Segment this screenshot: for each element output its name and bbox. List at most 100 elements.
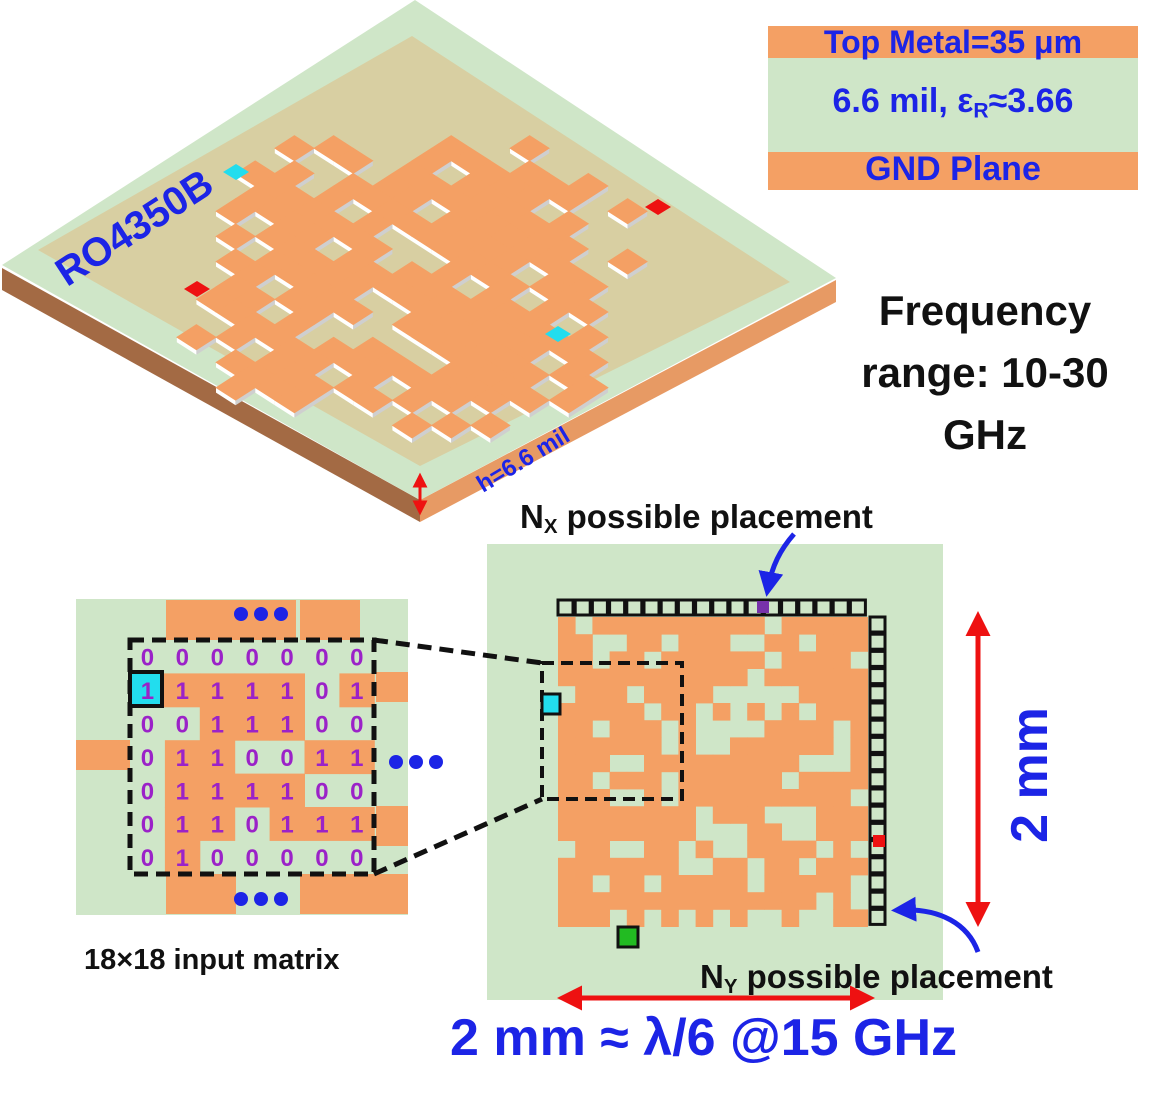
- ny-slot: [868, 701, 887, 720]
- zoom-connector-top: [373, 637, 543, 666]
- topview-metal-cell: [558, 720, 576, 738]
- matrix-digit: 1: [211, 745, 224, 772]
- topview-metal-cell: [644, 754, 662, 773]
- matrix-metal-cell: [376, 672, 408, 702]
- matrix-port-cell: [128, 670, 164, 708]
- ny-slot: [868, 804, 887, 823]
- topview-metal-cell: [747, 823, 765, 841]
- patch-cell-edge: [568, 312, 589, 330]
- topview-metal-cell: [558, 668, 576, 687]
- matrix-digit: 0: [315, 645, 328, 672]
- topview-metal-cell: [730, 909, 748, 927]
- topview-metal-cell: [609, 668, 628, 687]
- patch-cell-edge: [510, 261, 530, 280]
- topview-metal-cell: [816, 703, 834, 721]
- matrix-digit: 0: [280, 745, 293, 772]
- topview-metal-cell: [592, 840, 610, 859]
- topview-metal-cell: [626, 720, 645, 738]
- patch-cell-edge: [294, 400, 314, 418]
- topview-metal-cell: [816, 789, 834, 807]
- topview-metal-cell: [592, 892, 610, 910]
- topview-metal-cell: [816, 737, 834, 755]
- topview-metal-cell: [644, 720, 662, 738]
- patch-cell-edge: [392, 223, 412, 242]
- nx-slot: [625, 598, 644, 617]
- topview-metal-cell: [661, 617, 679, 635]
- patch-cell-edge: [372, 249, 393, 267]
- ny-slot: [868, 753, 887, 772]
- topview-metal-cell: [833, 875, 851, 893]
- patch-cell-edge: [294, 148, 314, 166]
- matrix-metal-cell: [300, 874, 408, 914]
- patch-cell-edge: [568, 249, 589, 267]
- nx-slot: [848, 598, 867, 617]
- matrix-digit: 0: [141, 812, 154, 839]
- topview-metal-cell: [661, 754, 679, 773]
- patch-cell-edge: [588, 286, 608, 305]
- topview-metal-cell: [609, 771, 628, 790]
- topview-metal-cell: [764, 668, 782, 687]
- patch-cell-edge: [255, 211, 275, 229]
- matrix-digit: 0: [245, 645, 258, 672]
- matrix-digit: 1: [350, 745, 363, 772]
- patch-cell-edge: [255, 299, 275, 317]
- patch-cell-edge: [196, 299, 216, 317]
- topview-metal-cell: [833, 857, 851, 876]
- matrix-digit: 0: [176, 712, 189, 739]
- matrix-metal-cell: [234, 706, 271, 741]
- patch-cell-edge: [529, 286, 550, 305]
- nx-slot: [676, 598, 695, 617]
- matrix-digit: 0: [280, 645, 293, 672]
- patch-cell: [274, 387, 315, 414]
- patch-cell-edge: [196, 337, 216, 355]
- ny-slot: [868, 718, 887, 737]
- topview-metal-cell: [678, 634, 696, 652]
- topview-metal-cell: [626, 651, 645, 669]
- topview-metal-cell: [626, 668, 645, 687]
- matrix-digit: 0: [141, 645, 154, 672]
- matrix-digit: 1: [211, 712, 224, 739]
- matrix-metal-cell: [164, 673, 201, 708]
- matrix-metal-cell: [166, 874, 236, 914]
- patch-cell-edge: [333, 236, 354, 254]
- topview-metal-cell: [678, 823, 696, 841]
- dielectric-subscript: R: [973, 99, 989, 123]
- topview-metal-cell: [747, 617, 765, 635]
- topview-metal-cell: [592, 909, 610, 927]
- matrix-digit: 0: [245, 845, 258, 872]
- topview-metal-cell: [626, 909, 645, 927]
- topview-metal-cell: [781, 892, 800, 910]
- matrix-digit: 1: [280, 678, 293, 705]
- topview-metal-cell: [798, 720, 817, 738]
- matrix-metal-cell: [199, 807, 236, 841]
- topview-metal-cells: [558, 617, 868, 927]
- ports-3d: [184, 164, 671, 342]
- nx-placement-label: NX possible placement: [520, 498, 873, 539]
- ny-slot: [868, 770, 887, 789]
- topview-metal-cell: [575, 720, 593, 738]
- nx-slot: [590, 598, 609, 617]
- nx-text: possible placement: [557, 498, 873, 535]
- matrix-metal-cell: [304, 740, 340, 775]
- topview-metal-cell: [816, 720, 834, 738]
- matrix-digit: 0: [350, 778, 363, 805]
- matrix-digit: 1: [211, 812, 224, 839]
- topview-metal-cell: [592, 823, 610, 841]
- matrix-digit: 1: [176, 845, 189, 872]
- nx-slot: [556, 598, 575, 617]
- nx-slot: [694, 598, 713, 617]
- topview-metal-cell: [798, 651, 817, 669]
- patch-cell-edge: [588, 312, 608, 330]
- patch-cell-edge: [392, 400, 412, 418]
- topview-metal-cell: [747, 806, 765, 824]
- topview-metal-cell: [764, 857, 782, 876]
- nx-placement-strip: [556, 598, 867, 617]
- topview-metal-cell: [609, 720, 628, 738]
- patch-cell-edge: [274, 274, 295, 292]
- patch-cell-edge: [372, 286, 393, 305]
- topview-metal-cell: [730, 737, 748, 755]
- patch-cell-edge: [451, 160, 471, 179]
- patch-cell-edge: [235, 211, 256, 229]
